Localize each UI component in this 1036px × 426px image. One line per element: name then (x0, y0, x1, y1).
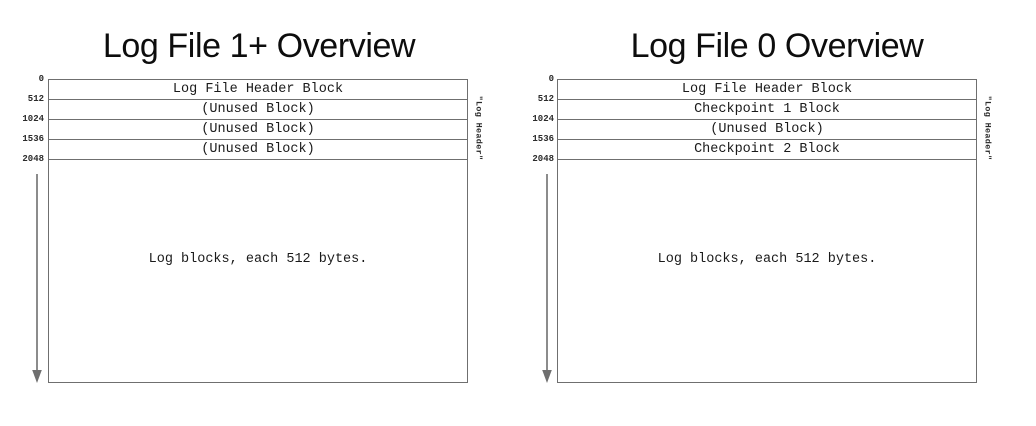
offset-axis-left: 0 512 1024 1536 2048 (0, 74, 46, 183)
log-blocks-region: Log blocks, each 512 bytes. (49, 160, 467, 382)
block-row: (Unused Block) (49, 120, 467, 140)
offset-tick-1536: 1536 (22, 134, 44, 144)
offset-axis-left: 0 512 1024 1536 2048 (510, 74, 556, 183)
offset-tick-2048: 2048 (532, 154, 554, 164)
block-row: Checkpoint 2 Block (558, 140, 976, 160)
offset-tick-512: 512 (537, 94, 554, 104)
log-header-side-caption: "Log Header" (470, 82, 486, 174)
log-blocks-label: Log blocks, each 512 bytes. (148, 251, 368, 267)
log-header-side-caption-text: "Log Header" (982, 95, 992, 161)
log-blocks-region: Log blocks, each 512 bytes. (558, 160, 976, 382)
down-arrow-icon (540, 174, 554, 384)
block-row: Log File Header Block (49, 80, 467, 100)
diagram-panel-log-file-1-plus: Log File 1+ Overview 0 512 1024 1536 204… (0, 27, 486, 384)
block-row: Log File Header Block (558, 80, 976, 100)
log-header-side-caption-text: "Log Header" (473, 95, 483, 161)
down-arrow-icon (30, 174, 44, 384)
block-row: Checkpoint 1 Block (558, 100, 976, 120)
diagram-panel-log-file-0: Log File 0 Overview 0 512 1024 1536 2048… (518, 0, 1036, 426)
log-blocks-label: Log blocks, each 512 bytes. (657, 251, 877, 267)
offset-tick-0: 0 (548, 74, 554, 84)
log-file-layout-box: Log File Header Block Checkpoint 1 Block… (557, 79, 977, 383)
block-row: (Unused Block) (49, 100, 467, 120)
log-file-layout-box: Log File Header Block (Unused Block) (Un… (48, 79, 468, 383)
page-title-log-file-0: Log File 0 Overview (630, 27, 924, 65)
offset-tick-1024: 1024 (22, 114, 44, 124)
offset-tick-1536: 1536 (532, 134, 554, 144)
offset-tick-0: 0 (38, 74, 44, 84)
offset-tick-2048: 2048 (22, 154, 44, 164)
log-header-side-caption: "Log Header" (979, 82, 995, 174)
offset-tick-512: 512 (27, 94, 44, 104)
page-title-log-file-1-plus: Log File 1+ Overview (102, 27, 416, 65)
block-row: (Unused Block) (558, 120, 976, 140)
offset-tick-1024: 1024 (532, 114, 554, 124)
block-row: (Unused Block) (49, 140, 467, 160)
